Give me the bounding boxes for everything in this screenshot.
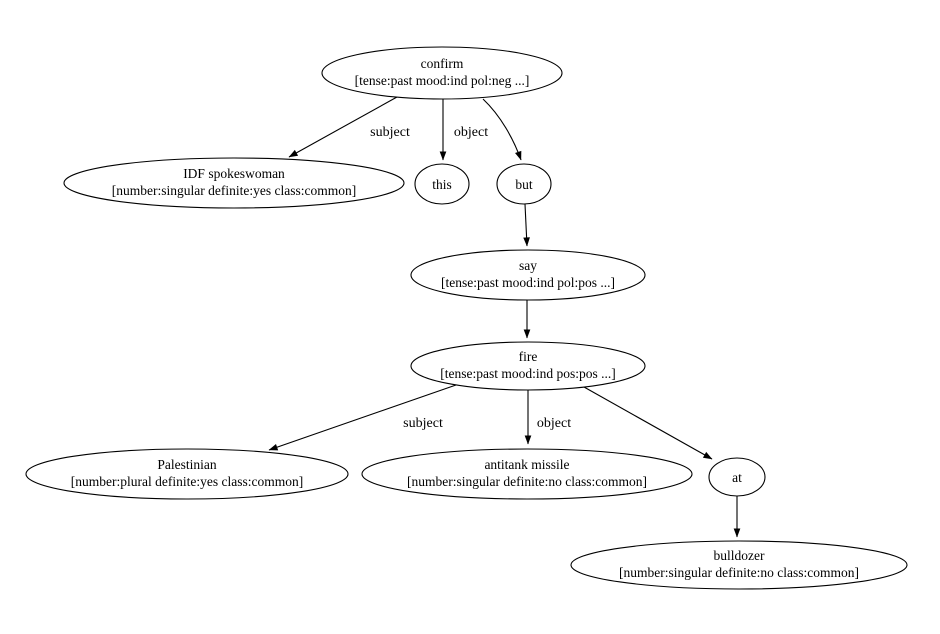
node-antitank-missile: antitank missile [number:singular defini…: [361, 448, 693, 500]
node-idf-spokeswoman-label: IDF spokeswoman: [183, 166, 285, 181]
node-antitank-missile-features: [number:singular definite:no class:commo…: [407, 474, 647, 489]
edge-confirm-but: [482, 98, 522, 161]
node-antitank-missile-ellipse: [361, 448, 693, 500]
node-this-label: this: [432, 177, 452, 192]
edge-labels-layer: subject object subject object: [370, 125, 571, 431]
node-say-label: say: [519, 258, 537, 273]
node-at: at: [708, 457, 766, 497]
node-this: this: [414, 163, 470, 205]
node-idf-spokeswoman-ellipse: [63, 157, 405, 209]
node-antitank-missile-label: antitank missile: [484, 457, 569, 472]
node-this-ellipse: [414, 163, 470, 205]
edge-label-fire-object: object: [537, 416, 571, 431]
node-bulldozer-features: [number:singular definite:no class:commo…: [619, 565, 859, 580]
node-palestinian: Palestinian [number:plural definite:yes …: [25, 448, 349, 500]
node-confirm: confirm [tense:past mood:ind pol:neg ...…: [321, 46, 563, 100]
node-palestinian-ellipse: [25, 448, 349, 500]
node-fire-ellipse: [410, 341, 646, 391]
node-at-ellipse: [708, 457, 766, 497]
node-but-ellipse: [496, 163, 552, 205]
node-confirm-ellipse: [321, 46, 563, 100]
node-bulldozer-ellipse: [570, 540, 908, 590]
node-say-features: [tense:past mood:ind pol:pos ...]: [441, 275, 615, 290]
node-confirm-label: confirm: [421, 56, 464, 71]
node-say-ellipse: [410, 249, 646, 301]
node-say: say [tense:past mood:ind pol:pos ...]: [410, 249, 646, 301]
node-but: but: [496, 163, 552, 205]
node-bulldozer: bulldozer [number:singular definite:no c…: [570, 540, 908, 590]
edge-label-confirm-subject: subject: [370, 125, 410, 140]
node-bulldozer-label: bulldozer: [714, 548, 765, 563]
node-fire-label: fire: [519, 349, 538, 364]
node-palestinian-features: [number:plural definite:yes class:common…: [71, 474, 303, 489]
node-idf-spokeswoman: IDF spokeswoman [number:singular definit…: [63, 157, 405, 209]
node-confirm-features: [tense:past mood:ind pol:neg ...]: [355, 73, 530, 88]
edge-but-say: [523, 203, 530, 247]
edge-confirm-subject: [288, 96, 398, 158]
node-palestinian-label: Palestinian: [157, 457, 216, 472]
node-idf-spokeswoman-features: [number:singular definite:yes class:comm…: [112, 183, 356, 198]
edge-fire-at: [583, 386, 713, 460]
edge-label-confirm-object: object: [454, 125, 488, 140]
edge-fire-subject: [268, 384, 457, 451]
node-but-label: but: [515, 177, 533, 192]
node-at-label: at: [732, 470, 742, 485]
edge-label-fire-subject: subject: [403, 416, 443, 431]
edges-layer: [268, 96, 741, 538]
node-fire-features: [tense:past mood:ind pos:pos ...]: [440, 366, 616, 381]
node-fire: fire [tense:past mood:ind pos:pos ...]: [410, 341, 646, 391]
